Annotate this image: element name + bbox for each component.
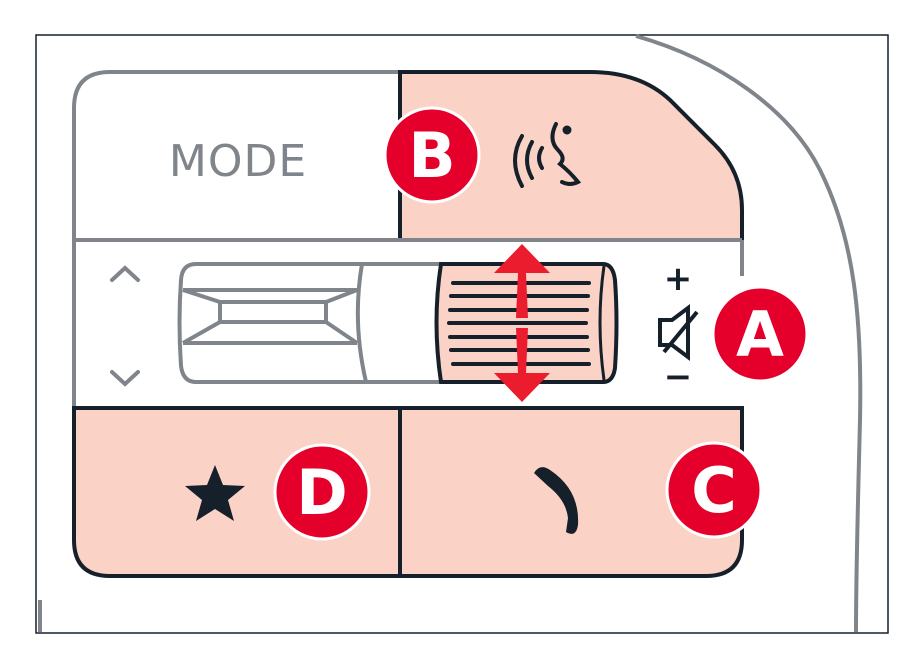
- badge-c: C: [665, 441, 763, 539]
- up-down-arrow-icon: [494, 244, 550, 402]
- steering-wheel-rim: [635, 34, 863, 633]
- badge-a-label: A: [736, 298, 784, 371]
- star-icon: [185, 465, 245, 521]
- voice-icon: [513, 122, 582, 188]
- badge-c-label: C: [691, 454, 737, 527]
- scroll-switch[interactable]: [177, 262, 441, 384]
- voice-command-button[interactable]: [398, 70, 744, 242]
- volume-scroll-wheel[interactable]: [434, 244, 619, 402]
- badge-b-label: B: [408, 119, 455, 192]
- chevron-up-icon[interactable]: [110, 265, 140, 282]
- middle-control-row: + −: [72, 238, 744, 408]
- mute-icon: [658, 304, 699, 361]
- phone-icon: [534, 467, 579, 534]
- phone-button[interactable]: [398, 406, 744, 578]
- volume-down-label: −: [664, 357, 693, 397]
- badge-b: B: [383, 106, 481, 204]
- chevron-down-icon[interactable]: [110, 370, 140, 387]
- badge-a: A: [711, 285, 809, 383]
- volume-icons: + −: [658, 259, 699, 397]
- badge-d-label: D: [296, 456, 347, 529]
- mode-label: MODE: [169, 136, 307, 187]
- volume-up-label: +: [664, 259, 693, 299]
- badge-d: D: [273, 443, 371, 541]
- mode-button[interactable]: MODE: [72, 70, 402, 242]
